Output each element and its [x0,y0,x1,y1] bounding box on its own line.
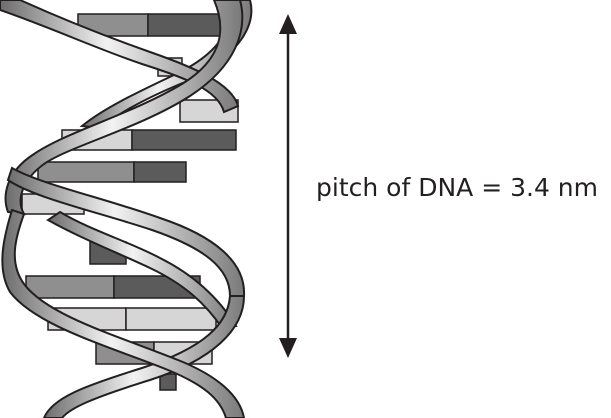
base-pair-8-left [25,275,115,299]
base-pair-5-left [37,161,135,183]
front-strand [0,0,246,418]
pitch-label: pitch of DNA = 3.4 nm [316,173,598,202]
base-pair-1-right [147,13,229,37]
double-headed-arrow-icon [279,14,297,358]
arrow-head-top [279,14,297,34]
front-strand-lower-left [1,208,246,418]
base-pair-9-right [125,307,217,331]
front-strand-top-left [0,0,240,114]
base-pair-5-right [133,161,187,183]
base-pair-4-right [131,129,237,151]
arrow-head-bottom [279,338,297,358]
